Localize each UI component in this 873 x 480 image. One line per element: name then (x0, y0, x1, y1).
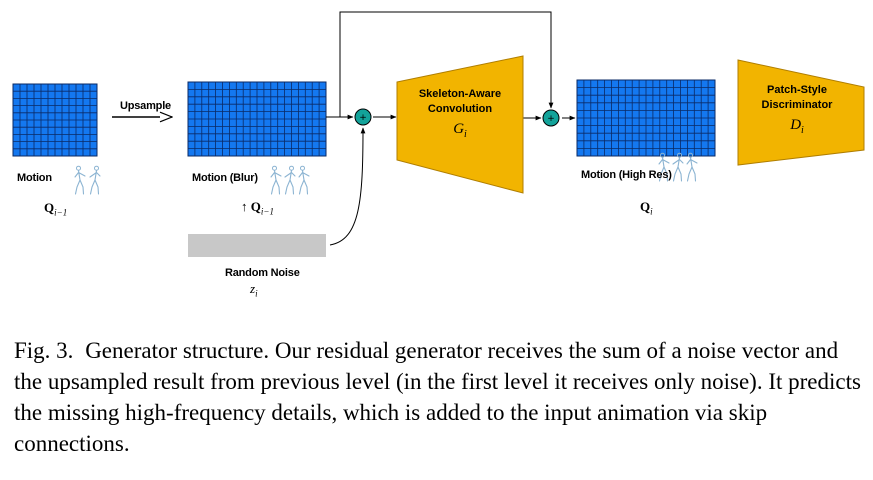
motion-high-res-grid (576, 79, 716, 157)
noise-to-plus-curve (329, 127, 366, 246)
sum-node-2: + (542, 109, 560, 127)
skeleton-head (272, 165, 277, 171)
skeleton-figures-high-res (658, 152, 698, 182)
motion-blur-label: Motion (Blur) (192, 172, 258, 184)
skeleton-head (300, 165, 305, 171)
generator-block-text: Skeleton-Aware Convolution (418, 88, 502, 115)
skeleton-head (94, 165, 99, 171)
grid-lines (188, 82, 326, 156)
motion-label: Motion (17, 172, 52, 184)
skip-connection-line (339, 11, 554, 117)
discriminator-block-text: Patch-Style Discriminator (761, 84, 833, 111)
figure-caption: Fig. 3. Generator structure. Our residua… (14, 335, 864, 459)
motion-high-res-symbol: Qi (640, 199, 653, 217)
plus-icon: + (359, 113, 367, 123)
random-noise-bar (188, 234, 326, 257)
motion-blur-grid (187, 81, 327, 157)
skeleton-body (686, 156, 698, 182)
skeleton-head (76, 165, 81, 171)
skeleton-figures-blur (270, 165, 310, 195)
motion-grid (12, 83, 98, 157)
random-noise-label: Random Noise (225, 267, 300, 279)
generator-block-symbol: Gi (453, 121, 467, 140)
figure-number: Fig. 3. (14, 338, 74, 363)
skeleton-body (284, 169, 296, 195)
motion-blur-symbol: ↑ Qi−1 (241, 199, 274, 217)
skeleton-body (74, 169, 86, 195)
skeleton-body (658, 156, 670, 182)
skeleton-body (270, 169, 282, 195)
skeleton-head (289, 165, 294, 171)
grid-lines (13, 84, 97, 156)
discriminator-block-symbol: Di (790, 117, 804, 136)
grid-lines (577, 80, 715, 156)
upsample-label: Upsample (120, 100, 171, 112)
plus-icon: + (547, 114, 555, 124)
skeleton-body (672, 156, 684, 182)
patch-style-discriminator-block (737, 59, 865, 166)
skeleton-body (89, 169, 101, 195)
motion-symbol: Qi−1 (44, 200, 68, 218)
generator-structure-figure: + + Upsample Motion Qi−1 Motion (Blur) ↑… (12, 11, 865, 299)
skeleton-aware-convolution-block (396, 55, 524, 194)
motion-high-res-label: Motion (High Res) (581, 169, 672, 181)
caption-text: Generator structure. Our residual genera… (14, 338, 861, 456)
random-noise-symbol: zi (250, 281, 258, 299)
skeleton-body (298, 169, 310, 195)
skeleton-figures-motion (74, 165, 101, 195)
figure-diagram: + + (12, 11, 865, 257)
sum-node-1: + (354, 108, 372, 126)
